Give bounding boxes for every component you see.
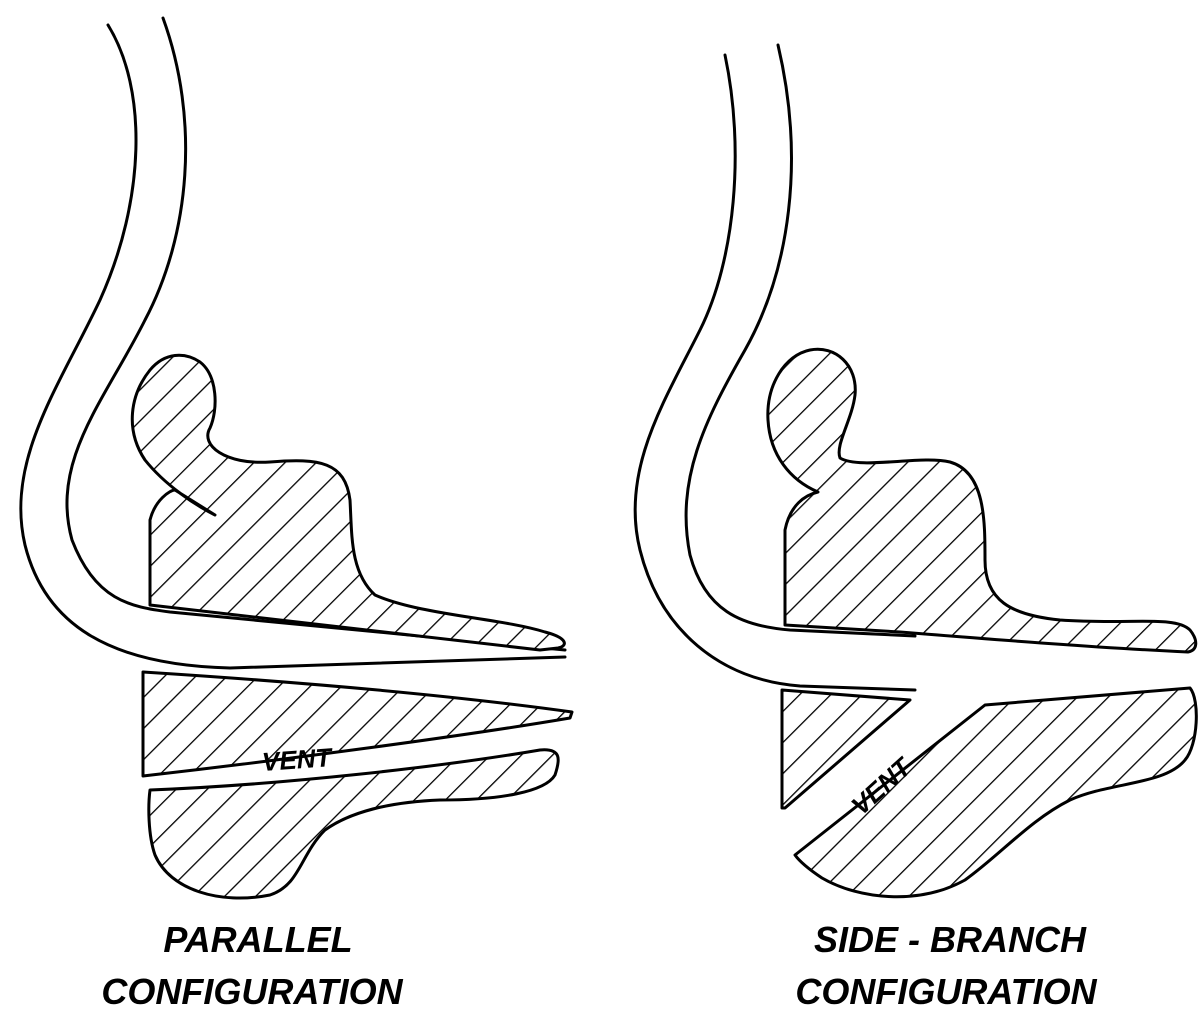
panel-caption-line1: SIDE - BRANCH — [814, 919, 1087, 960]
earmold-lower-body — [149, 750, 558, 898]
panel-caption-line2: CONFIGURATION — [795, 971, 1097, 1012]
vent-label: VENT — [261, 742, 334, 777]
earmold-upper-body — [768, 349, 1196, 652]
earmold-upper-body — [132, 355, 564, 650]
panel-caption-line2: CONFIGURATION — [101, 971, 403, 1012]
panel-caption-line1: PARALLEL — [163, 919, 352, 960]
parallel-panel: VENT PARALLEL CONFIGURATION — [21, 18, 572, 1012]
side-branch-panel: VENT SIDE - BRANCH CONFIGURATION — [635, 45, 1196, 1012]
